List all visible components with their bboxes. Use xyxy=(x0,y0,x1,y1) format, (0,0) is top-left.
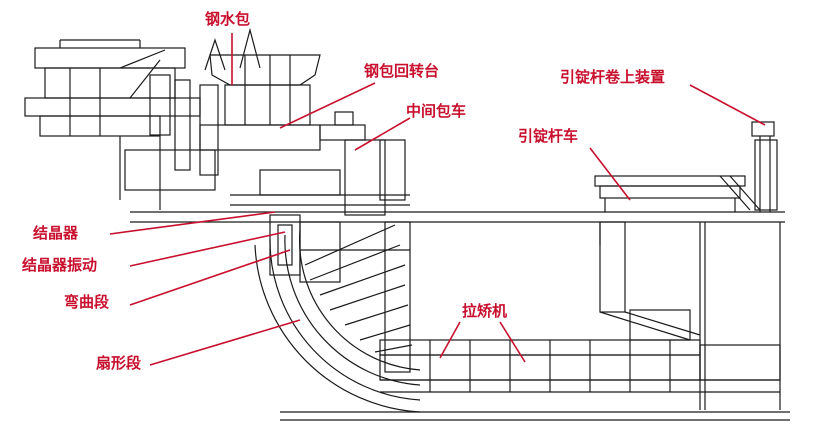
foundation xyxy=(280,411,790,421)
leader-withdrawal-straightener-b xyxy=(499,321,526,363)
leader-mold-oscillation xyxy=(129,231,286,267)
label-dummy-bar-storage: 引锭杆卷上装置 xyxy=(560,68,666,86)
ladle-turret-structure xyxy=(24,39,219,210)
dummy-bar-car-structure xyxy=(594,175,761,212)
ladle-body xyxy=(199,27,321,151)
machine-line-art xyxy=(24,27,790,421)
caster-arc-segments xyxy=(254,214,421,413)
label-dummy-bar-car: 引锭杆车 xyxy=(518,127,579,145)
leader-ladle-turret xyxy=(279,82,376,129)
leader-bending-segment xyxy=(129,249,291,306)
leader-tundish-car xyxy=(354,117,411,151)
dummy-bar-storage-structure xyxy=(751,121,778,212)
label-mold-oscillation: 结晶器振动 xyxy=(22,256,98,274)
leader-lines xyxy=(109,33,766,366)
drive-tower xyxy=(599,221,701,341)
leader-sector-segment xyxy=(149,319,301,366)
leader-mold xyxy=(109,211,276,235)
leader-withdrawal-straightener-a xyxy=(439,321,461,359)
label-mold: 结晶器 xyxy=(33,224,79,242)
label-sector-segment: 扇形段 xyxy=(96,354,142,372)
label-tundish-car: 中间包车 xyxy=(406,102,467,120)
label-ladle: 钢水包 xyxy=(205,10,251,28)
leader-dummy-bar-storage xyxy=(689,84,766,126)
withdrawal-straightener-structure xyxy=(379,339,781,393)
leader-dummy-bar-car xyxy=(589,147,631,201)
label-withdrawal-straightener: 拉矫机 xyxy=(462,302,508,320)
tundish-car-structure xyxy=(230,111,410,216)
label-bending-segment: 弯曲段 xyxy=(64,293,110,311)
label-ladle-turret: 钢包回转台 xyxy=(364,62,440,80)
